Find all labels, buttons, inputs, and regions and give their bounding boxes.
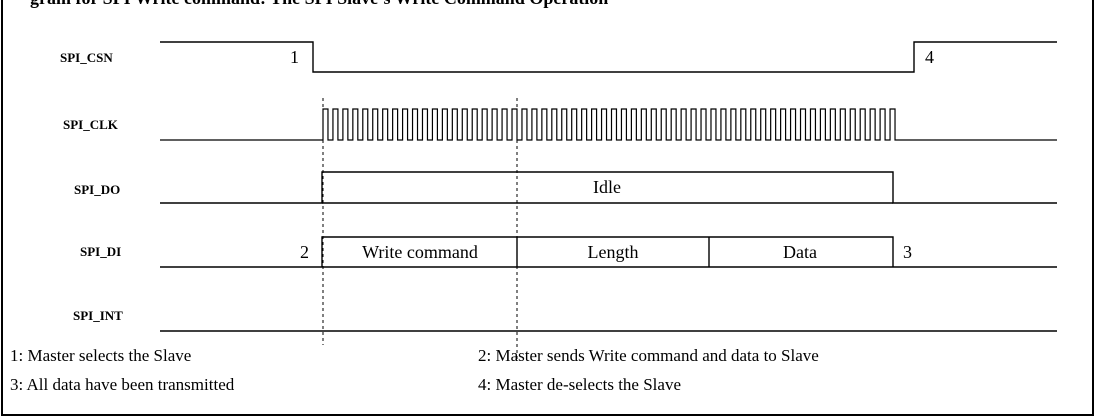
spi-di-segment-data: Data bbox=[783, 242, 817, 262]
note-2: 2: Master sends Write command and data t… bbox=[478, 346, 819, 365]
spi-clk-waveform bbox=[160, 108, 1057, 141]
spi-do-segment-idle: Idle bbox=[593, 177, 621, 197]
spi-csn-waveform bbox=[160, 41, 1057, 73]
note-3: 3: All data have been transmitted bbox=[10, 375, 235, 394]
signal-label-spi-csn: SPI_CSN bbox=[60, 50, 113, 65]
spi-di-segment-length: Length bbox=[588, 242, 639, 262]
signal-label-spi-clk: SPI_CLK bbox=[63, 117, 119, 132]
marker-2: 2 bbox=[300, 242, 309, 262]
signal-label-spi-do: SPI_DO bbox=[74, 182, 120, 197]
note-4: 4: Master de-selects the Slave bbox=[478, 375, 681, 394]
note-1: 1: Master selects the Slave bbox=[10, 346, 191, 365]
marker-3: 3 bbox=[903, 242, 912, 262]
spi-do-waveform bbox=[160, 171, 1057, 204]
signal-label-spi-int: SPI_INT bbox=[73, 308, 123, 323]
diagram-header: gram for SPI Write command: The SPI Slav… bbox=[30, 0, 608, 8]
marker-4: 4 bbox=[925, 47, 934, 67]
spi-di-bus-top bbox=[321, 236, 894, 267]
signal-label-spi-di: SPI_DI bbox=[80, 244, 121, 259]
spi-di-segment-write-command: Write command bbox=[362, 242, 478, 262]
marker-1: 1 bbox=[290, 47, 299, 67]
